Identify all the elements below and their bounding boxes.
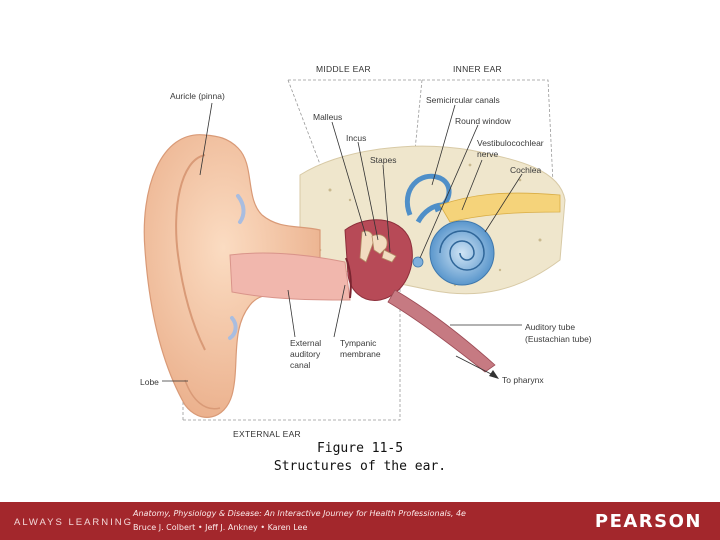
external-canal-label-line3: canal <box>290 360 310 370</box>
leader-lines <box>162 102 523 382</box>
lobe-label: Lobe <box>140 377 159 387</box>
publisher-logo: PEARSON <box>594 511 702 532</box>
semicircular-canals-label: Semicircular canals <box>426 95 500 105</box>
figure-caption: Structures of the ear. <box>273 459 447 474</box>
stapes-bone <box>381 249 397 263</box>
cochlea-shape <box>429 220 495 286</box>
cartilage-blue-1 <box>236 194 246 224</box>
figure-title: Figure 11-5 <box>316 441 404 456</box>
vestibulocochlear-label: Vestibulocochlear <box>477 138 544 148</box>
external-canal-label-line2: auditory <box>290 349 321 359</box>
inner-ear-label: INNER EAR <box>453 64 502 74</box>
auricle-fold <box>175 154 206 351</box>
middle-ear-label: MIDDLE EAR <box>316 64 371 74</box>
to-pharynx-arrow <box>455 355 499 379</box>
authors-citation: Bruce J. Colbert • Jeff J. Ankney • Kare… <box>133 523 308 532</box>
to-pharynx-label: To pharynx <box>502 375 544 385</box>
round-window-shape <box>412 256 424 268</box>
tympanic-membrane-label-line2: membrane <box>340 349 381 359</box>
middle-ear-outline <box>287 79 422 231</box>
vestibulocochlear-nerve <box>439 192 561 223</box>
cochlea-label: Cochlea <box>510 165 541 175</box>
cartilage-blue-2 <box>228 316 238 340</box>
round-window-label: Round window <box>455 116 512 126</box>
footer-bar: ALWAYS LEARNING Anatomy, Physiology & Di… <box>0 502 720 540</box>
ossicles <box>359 230 397 263</box>
middle-ear-cavity <box>344 219 413 301</box>
external-ear-label: EXTERNAL EAR <box>233 429 301 439</box>
book-citation: Anatomy, Physiology & Disease: An Intera… <box>133 509 466 518</box>
auditory-tube-shape <box>387 289 496 373</box>
lobe-shape <box>184 379 221 410</box>
auditory-tube-label-line2: (Eustachian tube) <box>525 334 592 344</box>
auricle-label: Auricle (pinna) <box>170 91 225 101</box>
ear-anatomy-diagram: MIDDLE EAR INNER EAR EXTERNAL EAR Auricl… <box>140 64 592 439</box>
tagline: ALWAYS LEARNING <box>14 517 134 528</box>
external-canal-shape <box>229 252 351 301</box>
incus-label: Incus <box>346 133 366 143</box>
external-canal-label: External <box>290 338 321 348</box>
tympanic-membrane <box>345 257 352 299</box>
tympanic-membrane-label: Tympanic <box>340 338 377 348</box>
malleus-label: Malleus <box>313 112 342 122</box>
incus-bone <box>371 234 388 255</box>
stapes-label: Stapes <box>370 155 396 165</box>
vestibulocochlear-label-line2: nerve <box>477 149 499 159</box>
auditory-tube-label: Auditory tube <box>525 322 575 332</box>
